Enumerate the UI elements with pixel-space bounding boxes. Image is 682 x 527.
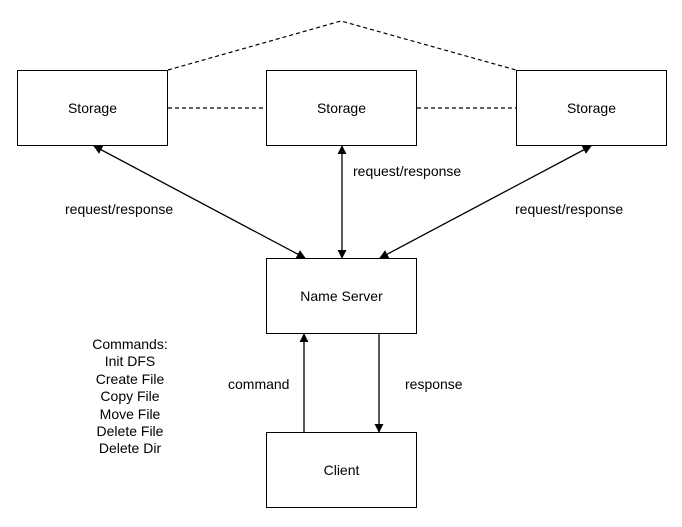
storage-node-right-label: Storage: [566, 100, 617, 116]
storage-node-right: Storage: [516, 70, 667, 146]
commands-list: Commands: Init DFS Create File Copy File…: [60, 336, 200, 458]
command-item: Delete File: [96, 423, 164, 440]
edge-label-left: request/response: [65, 201, 174, 217]
storage-node-left-label: Storage: [67, 100, 118, 116]
commands-title: Commands:: [92, 336, 168, 352]
command-item: Move File: [99, 405, 161, 422]
dashed-link-left-right: [167, 20, 517, 71]
arrow-left-storage-name-server: [93, 145, 306, 259]
edge-label-response: response: [405, 376, 463, 392]
edge-label-middle: request/response: [353, 163, 462, 179]
command-item: Copy File: [100, 388, 160, 405]
storage-node-middle-label: Storage: [316, 100, 367, 116]
name-server-node: Name Server: [266, 258, 417, 334]
command-item: Create File: [95, 370, 165, 387]
edge-label-right: request/response: [515, 201, 624, 217]
name-server-label: Name Server: [300, 288, 383, 304]
command-item: Init DFS: [104, 353, 156, 370]
storage-node-middle: Storage: [266, 70, 417, 146]
storage-node-left: Storage: [17, 70, 168, 146]
client-node: Client: [266, 432, 417, 508]
command-item: Delete Dir: [98, 440, 162, 457]
arrow-right-storage-name-server: [379, 145, 592, 259]
edge-label-command: command: [228, 376, 290, 392]
client-label: Client: [323, 462, 360, 478]
